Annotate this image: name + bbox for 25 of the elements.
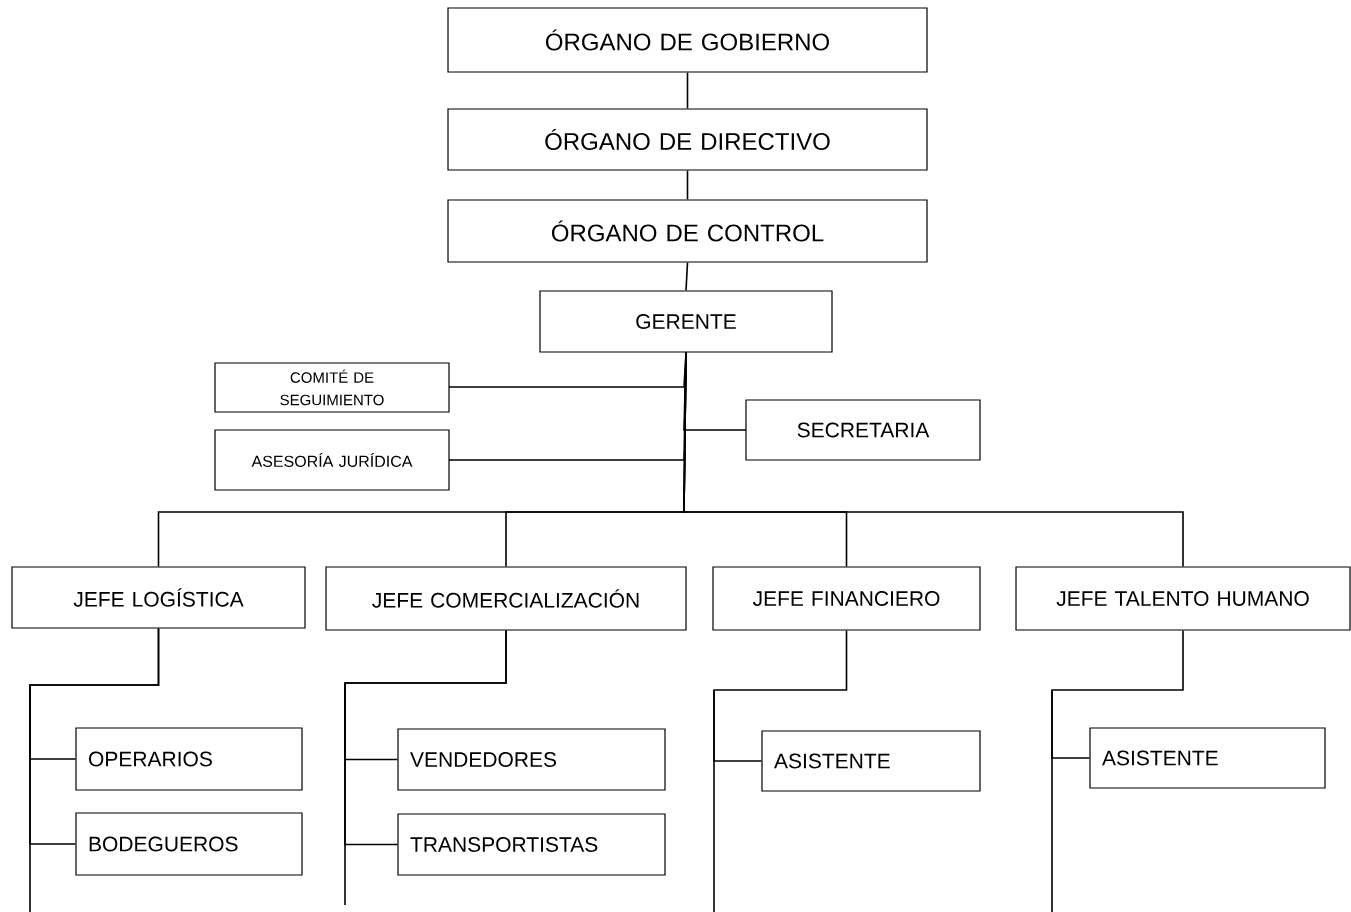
org-box: ASISTENTE bbox=[1089, 727, 1326, 789]
org-box: ÓRGANO DE CONTROL bbox=[447, 199, 928, 263]
org-box: OPERARIOS bbox=[75, 727, 303, 791]
org-box: COMITÉ DE SEGUIMIENTO bbox=[214, 362, 450, 413]
org-box: JEFE LOGÍSTICA bbox=[11, 566, 306, 629]
connector-line bbox=[29, 627, 160, 845]
org-box: ÓRGANO DE GOBIERNO bbox=[447, 7, 928, 73]
org-box: ASISTENTE bbox=[761, 730, 981, 792]
org-box: ASESORÍA JURÍDICA bbox=[214, 429, 450, 491]
org-box: ÓRGANO DE DIRECTIVO bbox=[447, 108, 928, 171]
connector-line bbox=[1051, 629, 1184, 759]
connector-line bbox=[713, 629, 848, 762]
connector-line bbox=[686, 71, 689, 110]
connector-line bbox=[344, 629, 507, 846]
connector-line bbox=[686, 169, 689, 201]
connector-line bbox=[685, 261, 689, 292]
org-box: SECRETARIA bbox=[745, 399, 981, 461]
org-box: VENDEDORES bbox=[397, 728, 666, 791]
org-box: GERENTE bbox=[539, 290, 833, 353]
org-box: JEFE COMERCIALIZACIÓN bbox=[325, 566, 687, 631]
org-box: TRANSPORTISTAS bbox=[397, 813, 666, 876]
org-box: JEFE FINANCIERO bbox=[712, 566, 981, 631]
org-box: JEFE TALENTO HUMANO bbox=[1015, 566, 1351, 631]
org-box: BODEGUEROS bbox=[75, 812, 303, 876]
connector-line bbox=[683, 351, 1184, 568]
